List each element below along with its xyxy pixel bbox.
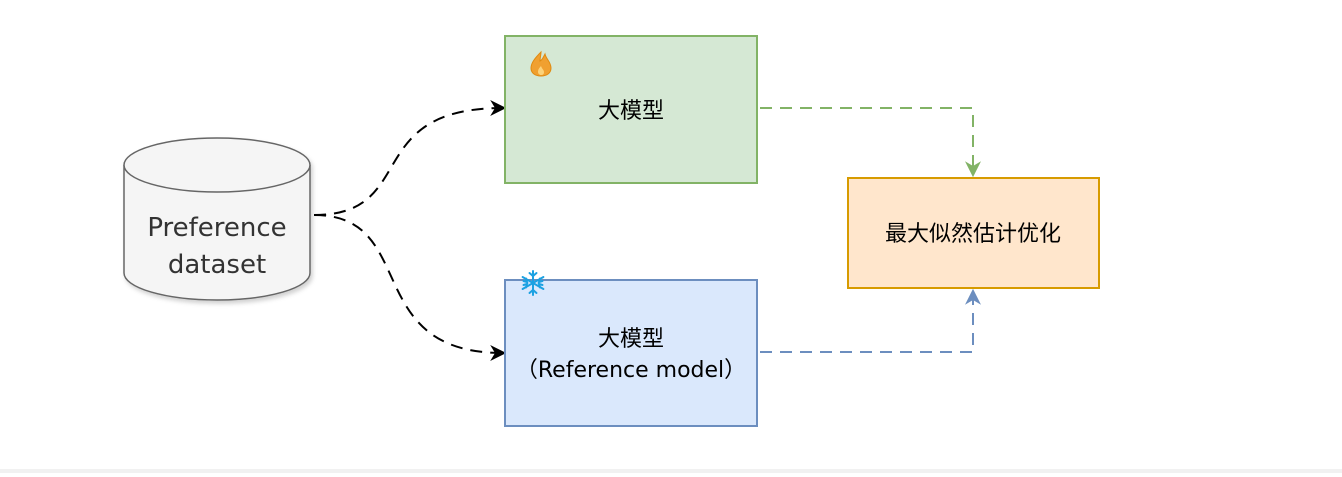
reference-model-label-line2: （Reference model） [516,358,746,383]
policy-model-label: 大模型 [598,99,664,124]
flame-icon [530,50,552,77]
bottom-strip [0,469,1342,473]
arrow-policy-to-optimizer [760,107,981,178]
arrow-dataset-to-reference [313,214,507,361]
dataset-label-line1: Preference [147,213,286,243]
dataset-cylinder [123,137,311,301]
reference-model-box [504,279,758,427]
dataset-label-line2: dataset [168,250,266,280]
snowflake-icon [521,270,545,296]
arrow-dataset-to-policy [313,100,507,216]
arrow-reference-to-optimizer [760,288,981,353]
reference-model-label-line1: 大模型 [598,327,664,352]
optimizer-box [847,177,1100,289]
optimizer-label: 最大似然估计优化 [885,222,1061,247]
